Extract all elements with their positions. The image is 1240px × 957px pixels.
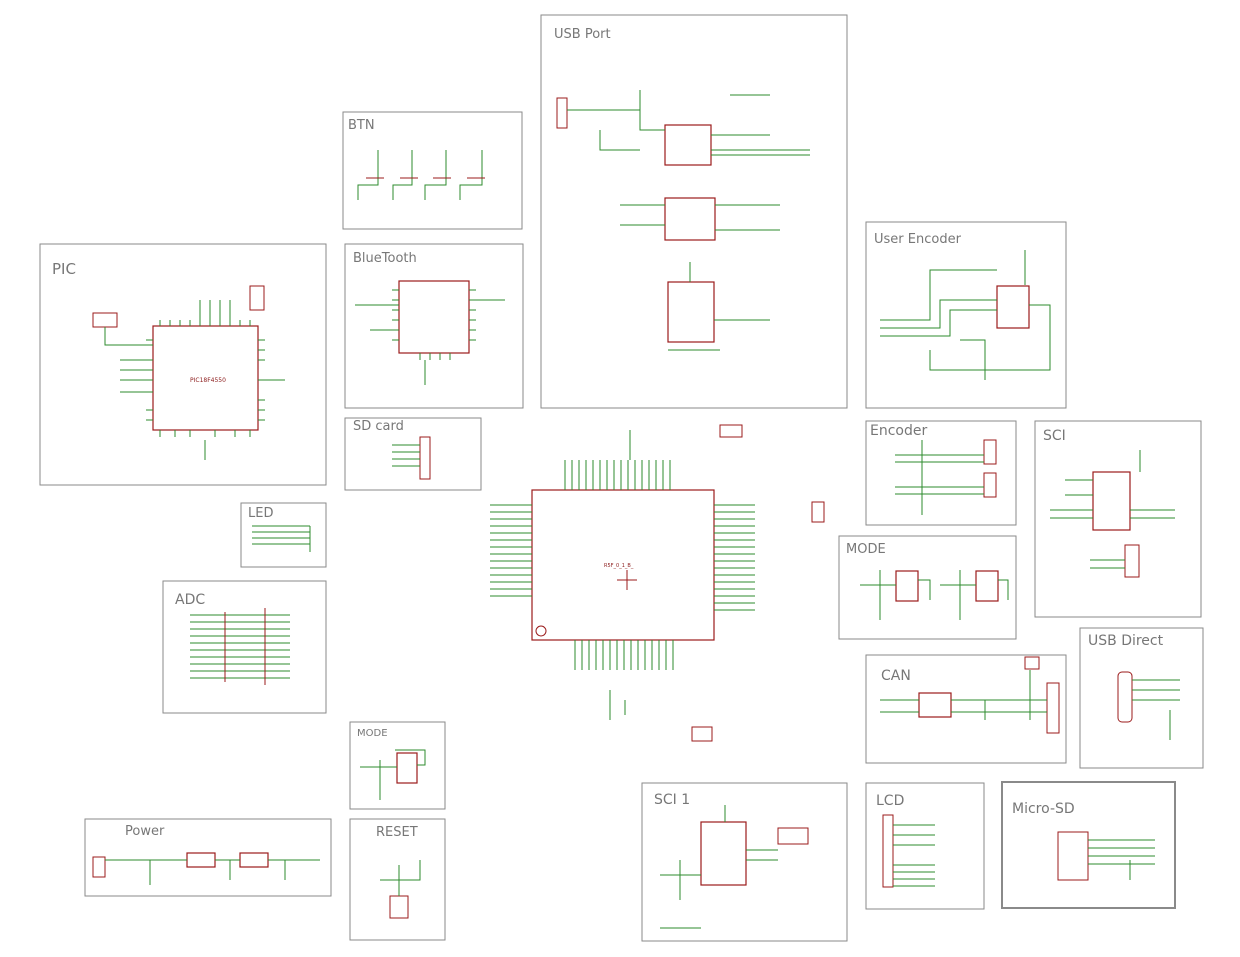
panel-title-reset: RESET <box>376 825 418 840</box>
can-transceiver-chip <box>918 692 952 718</box>
panel-title-mode-small: MODE <box>357 728 388 739</box>
power-jack <box>92 856 106 878</box>
panel-title-sci1: SCI 1 <box>654 792 690 808</box>
micro-sd-socket <box>1057 831 1089 881</box>
panel-encoder: Encoder <box>865 420 1017 526</box>
panel-title-adc: ADC <box>175 592 205 608</box>
panel-title-power: Power <box>125 824 165 839</box>
regulator-1 <box>186 852 216 868</box>
pic-icsp-header <box>249 285 265 311</box>
usb-uart-chip <box>664 124 712 166</box>
panel-usb-direct: USB Direct <box>1079 627 1204 769</box>
mode-small-gate <box>396 752 418 784</box>
pic-crystal <box>92 312 118 328</box>
panel-title-sci: SCI <box>1043 428 1066 444</box>
pic-chip-label: PIC18F4550 <box>190 377 226 384</box>
panel-micro-sd: Micro-SD <box>1001 781 1176 909</box>
panel-title-lcd: LCD <box>876 793 904 809</box>
usb-regulator-chip <box>667 281 715 343</box>
panel-title-usb-port: USB Port <box>554 27 611 42</box>
panel-title-can: CAN <box>881 668 911 684</box>
panel-mode: MODE <box>838 535 1017 640</box>
mode-gate-2 <box>975 570 999 602</box>
panel-sd-card: SD card <box>344 417 482 491</box>
user-encoder-chip <box>996 285 1030 329</box>
panel-title-encoder: Encoder <box>870 423 927 439</box>
pic-mcu-chip <box>152 325 259 431</box>
panel-title-sd-card: SD card <box>353 419 404 434</box>
panel-user-encoder: User Encoder <box>865 221 1067 409</box>
encoder-connector-2 <box>983 472 997 498</box>
panel-bluetooth: BlueTooth <box>344 243 524 409</box>
sci-transceiver-chip <box>1092 471 1131 531</box>
bluetooth-module <box>398 280 470 354</box>
reset-button <box>389 895 409 919</box>
sci1-chip <box>700 821 747 886</box>
panel-title-usb-direct: USB Direct <box>1088 633 1164 649</box>
sci1-usb-connector <box>777 827 809 845</box>
can-jumper <box>1024 656 1040 670</box>
panel-title-user-encoder: User Encoder <box>874 232 962 247</box>
panel-title-led: LED <box>248 506 273 521</box>
regulator-2 <box>239 852 269 868</box>
panel-title-micro-sd: Micro-SD <box>1012 801 1075 817</box>
panel-btn: BTN <box>342 111 523 230</box>
panel-sci1: SCI 1 <box>641 782 848 942</box>
header-right <box>811 501 825 523</box>
panel-adc: ADC <box>162 580 327 714</box>
main-mcu: R5F_0_1_B_ <box>490 424 825 742</box>
mode-gate-1 <box>895 570 919 602</box>
can-connector <box>1046 682 1060 734</box>
panel-title-bluetooth: BlueTooth <box>353 251 417 266</box>
pin1-marker <box>535 625 547 637</box>
panel-pic: PIC PIC18F4550 <box>39 243 327 486</box>
panel-sci: SCI <box>1034 420 1202 618</box>
panel-mode-small: MODE <box>349 721 446 810</box>
panel-power: Power <box>84 818 332 897</box>
lcd-header <box>882 814 894 888</box>
usb-isolator-chip <box>664 197 716 241</box>
main-mcu-label: R5F_0_1_B_ <box>604 563 634 569</box>
panel-title-pic: PIC <box>52 260 76 278</box>
panel-title-btn: BTN <box>348 118 375 133</box>
encoder-connector-1 <box>983 439 997 465</box>
sci-connector <box>1124 544 1140 578</box>
sd-card-header <box>419 436 431 480</box>
main-mcu-chip <box>531 489 715 641</box>
panel-title-mode: MODE <box>846 542 886 557</box>
usb-direct-connector <box>1117 671 1133 723</box>
usb-connector <box>556 97 568 129</box>
header-bottom <box>691 726 713 742</box>
panel-led: LED <box>240 502 327 568</box>
panel-usb-port: USB Port <box>540 14 848 409</box>
panel-lcd: LCD <box>865 782 985 910</box>
panel-reset: RESET <box>349 818 446 941</box>
header-top <box>719 424 743 438</box>
panel-can: CAN <box>865 654 1067 764</box>
